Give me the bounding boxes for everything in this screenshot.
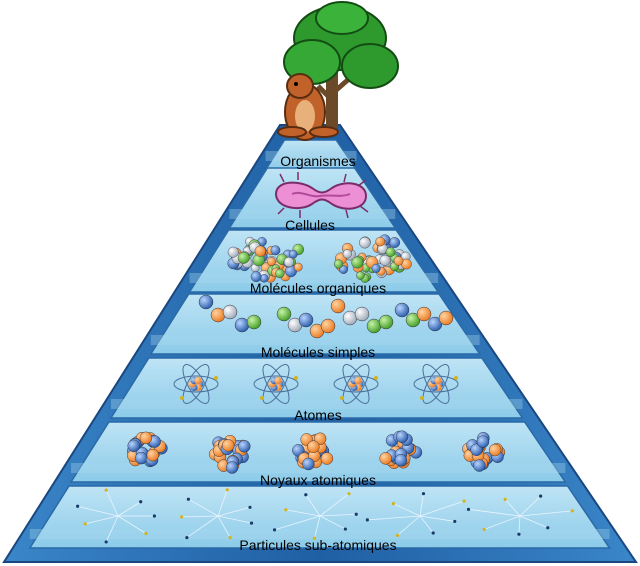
level-label-molecules-simples: Molécules simples — [261, 344, 375, 360]
atom-icon — [173, 364, 459, 404]
level-label-organismes: Organismes — [280, 153, 355, 169]
tree-icon — [283, 1, 399, 132]
level-label-noyaux-atomiques: Noyaux atomiques — [260, 472, 376, 488]
groundhog-icon — [277, 73, 339, 141]
level-label-particules-sub-atomiques: Particules sub-atomiques — [239, 537, 396, 553]
level-label-cellules: Cellules — [285, 217, 335, 233]
organic-molecules-icon — [227, 234, 412, 283]
level-illustrations — [76, 1, 574, 544]
level-label-atomes: Atomes — [294, 407, 341, 423]
nucleus-icon — [127, 430, 506, 474]
cell-icon — [274, 172, 369, 219]
simple-molecules-icon — [198, 294, 454, 339]
level-labels: Organismes Cellules Molécules organiques… — [239, 153, 396, 553]
particle-icon — [76, 488, 574, 544]
level-label-molecules-organiques: Molécules organiques — [250, 280, 386, 296]
